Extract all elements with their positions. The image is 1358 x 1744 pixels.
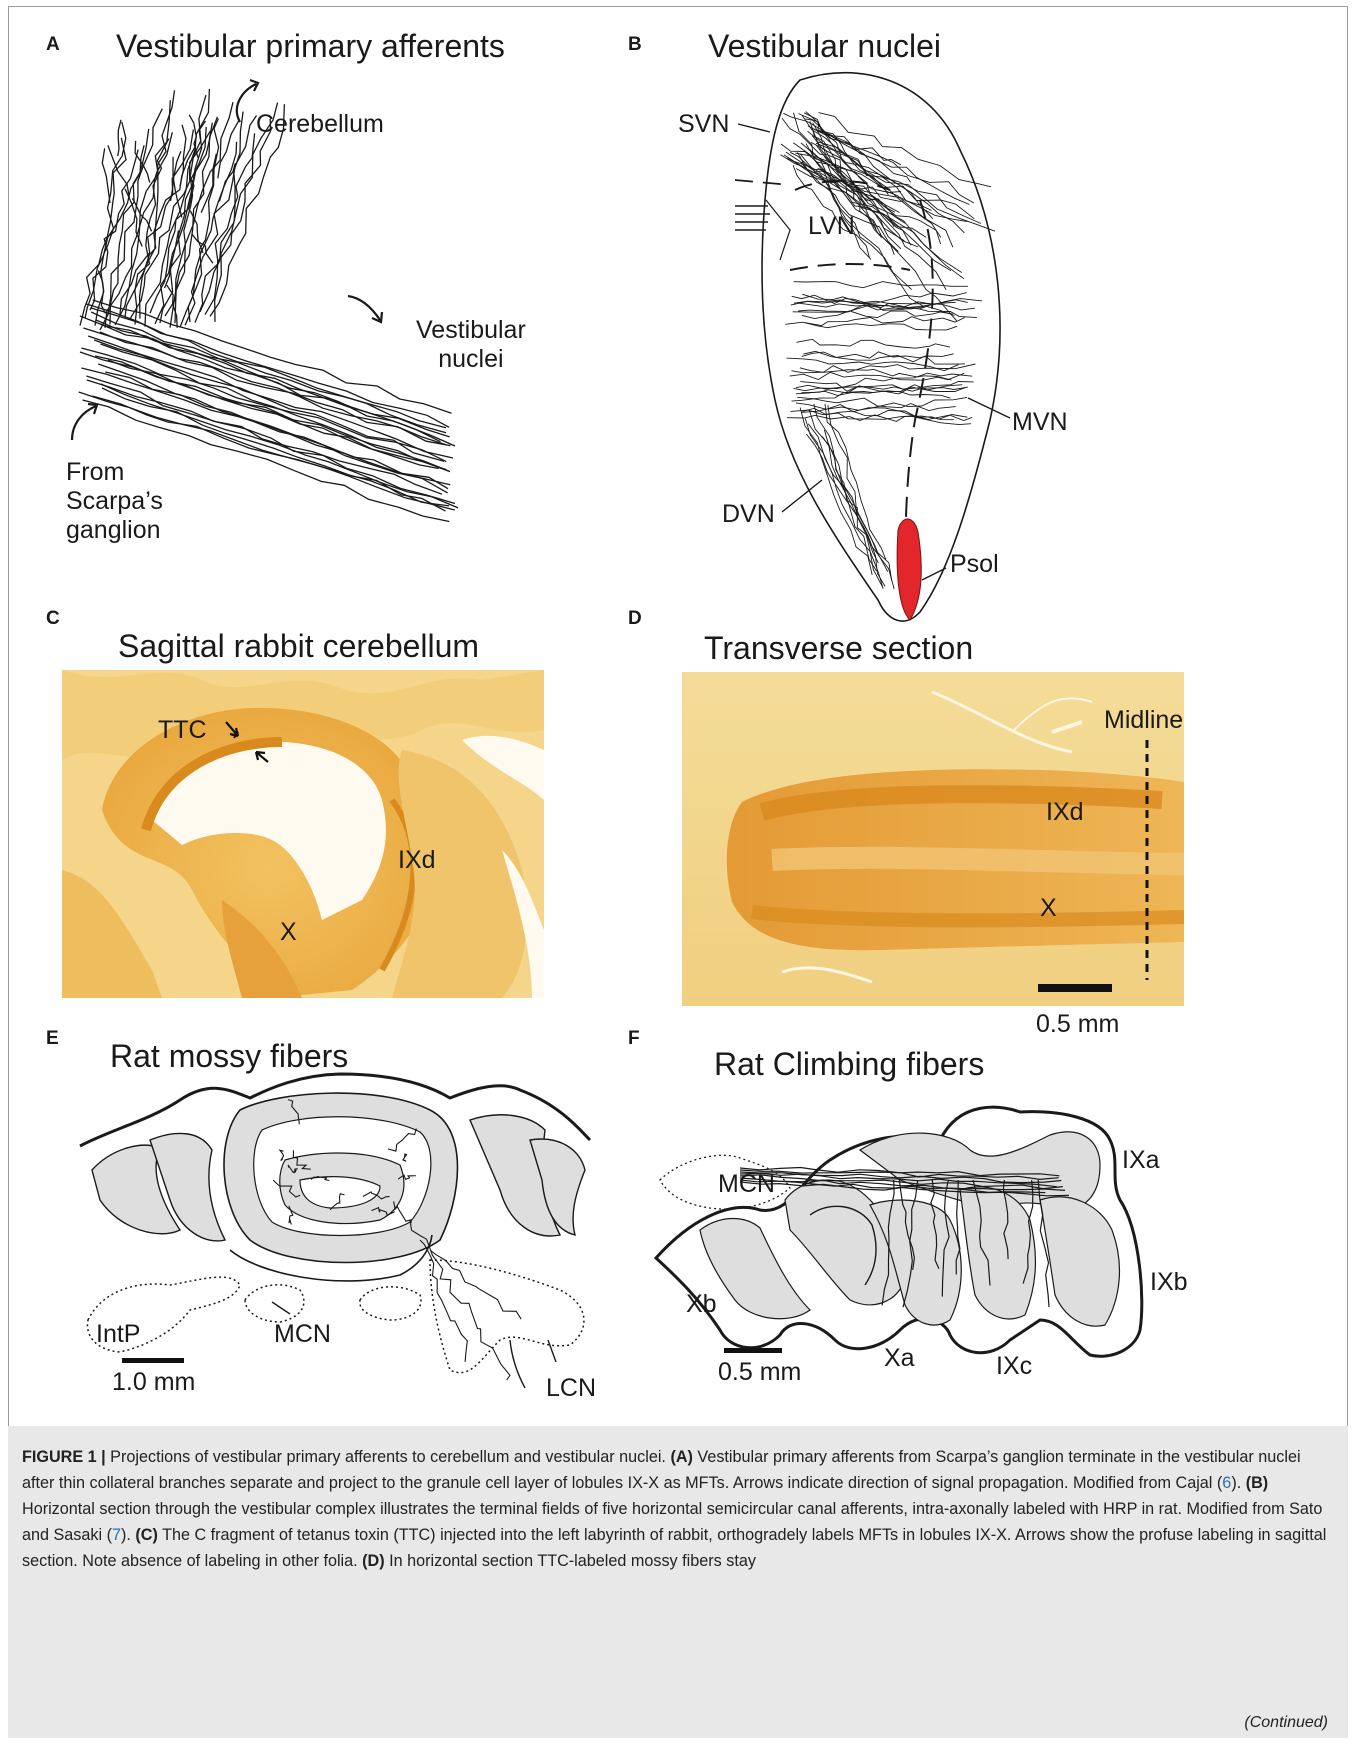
caption-text-d: In horizontal section TTC-labeled mossy …: [385, 1552, 756, 1570]
caption-tag-d: (D): [362, 1552, 384, 1570]
label-xb: Xb: [686, 1290, 717, 1319]
caption-tag-a: (A): [670, 1448, 692, 1466]
label-ixc: IXc: [996, 1352, 1032, 1381]
label-mcn-f: MCN: [718, 1170, 775, 1199]
label-ixb: IXb: [1150, 1268, 1188, 1297]
continued-note: (Continued): [1244, 1714, 1328, 1732]
scale-bar-f: [724, 1348, 782, 1353]
caption-text: FIGURE 1 | Projections of vestibular pri…: [22, 1444, 1334, 1574]
label-ixa: IXa: [1122, 1146, 1160, 1175]
caption-tag-c: (C): [135, 1526, 157, 1544]
caption-label: FIGURE 1 |: [22, 1448, 106, 1466]
scale-label-f: 0.5 mm: [718, 1358, 801, 1387]
figure-caption: FIGURE 1 | Projections of vestibular pri…: [8, 1426, 1348, 1738]
caption-intro: Projections of vestibular primary affere…: [106, 1448, 671, 1466]
label-xa: Xa: [884, 1344, 915, 1373]
caption-end-a: ).: [1231, 1474, 1245, 1492]
climbing-fiber-drawing: [0, 0, 1358, 1420]
reference-link-6[interactable]: 6: [1222, 1474, 1231, 1492]
caption-end-b: ).: [121, 1526, 135, 1544]
reference-link-7[interactable]: 7: [112, 1526, 121, 1544]
caption-tag-b: (B): [1246, 1474, 1268, 1492]
